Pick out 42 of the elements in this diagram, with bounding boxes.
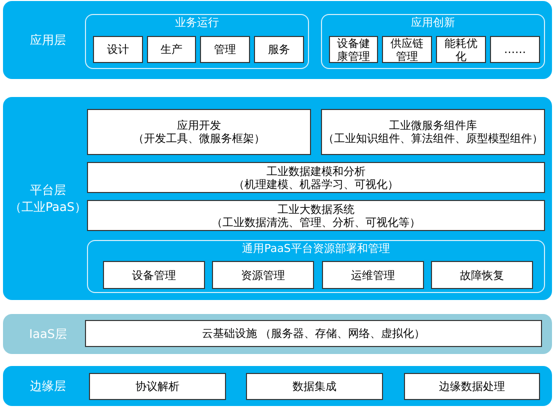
group-panel bbox=[85, 14, 309, 69]
module-box: 运维管理 bbox=[322, 261, 424, 289]
module-box bbox=[87, 162, 545, 193]
module-box: 故障恢复 bbox=[431, 261, 533, 289]
module-title: 应用开发 bbox=[177, 119, 221, 132]
module-box: 生产 bbox=[147, 36, 196, 63]
layer-band bbox=[3, 314, 552, 354]
module-box: 数据集成 bbox=[246, 373, 383, 400]
module-box: 设计 bbox=[93, 36, 143, 63]
module-detail: （工业知识组件、算法组件、原型模型组件） bbox=[323, 132, 543, 145]
module-box: …… bbox=[490, 36, 540, 63]
group-panel bbox=[321, 14, 545, 69]
group-panel bbox=[87, 240, 545, 293]
layer-label: IaaS层 bbox=[28, 326, 68, 342]
module-box bbox=[321, 109, 545, 155]
module-box: 供应链管理 bbox=[382, 36, 432, 63]
module-box: 资源管理 bbox=[212, 261, 314, 289]
module-box: 云基础设施 （服务器、存储、网络、虚拟化） bbox=[85, 320, 542, 347]
module-box: 能耗优化 bbox=[436, 36, 486, 63]
module-detail: （工业数据清洗、管理、分析、可视化等） bbox=[212, 216, 420, 228]
layer-label: 边缘层 bbox=[29, 378, 67, 394]
module-title: 工业数据建模和分析 bbox=[266, 164, 366, 178]
group-title: 应用创新 bbox=[410, 16, 456, 30]
module-box: 设备管理 bbox=[103, 261, 205, 289]
module-detail: （开发工具、微服务框架） bbox=[133, 132, 265, 145]
layer-label: 应用层 bbox=[29, 32, 67, 48]
module-box: 服务 bbox=[254, 36, 304, 63]
group-title: 业务运行 bbox=[174, 16, 220, 30]
module-box bbox=[87, 109, 311, 155]
module-title: 工业大数据系统 bbox=[278, 202, 354, 216]
module-box: 边缘数据处理 bbox=[404, 373, 540, 400]
module-box: 协议解析 bbox=[89, 373, 226, 400]
module-detail: （机理建模、机器学习、可视化） bbox=[234, 178, 398, 190]
layer-band bbox=[3, 1, 552, 79]
layer-band bbox=[3, 97, 552, 300]
layer-label: 平台层 （工业PaaS） bbox=[8, 182, 88, 216]
module-box bbox=[87, 200, 545, 231]
module-box: 管理 bbox=[200, 36, 250, 63]
layer-band bbox=[3, 366, 552, 406]
module-title: 工业微服务组件库 bbox=[389, 119, 477, 132]
group-title: 通用PaaS平台资源部署和管理 bbox=[241, 242, 391, 256]
module-box: 设备健康管理 bbox=[329, 36, 378, 63]
